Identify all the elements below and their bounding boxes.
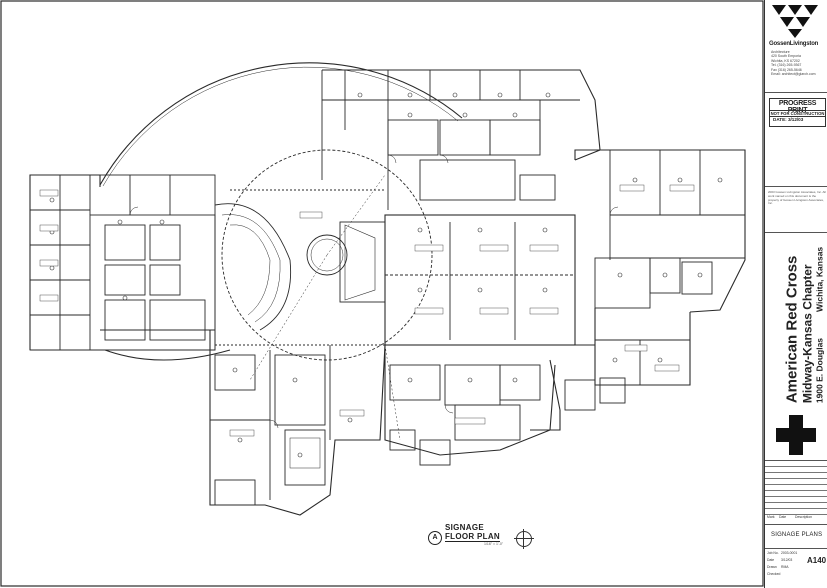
- title-block: GossenLivingston Architecture 420 South …: [764, 0, 827, 588]
- drawn-label: Drawn: [767, 565, 777, 569]
- firm-name: GossenLivingston: [769, 41, 819, 47]
- checked-label: Checked: [767, 572, 781, 576]
- date-label: Date: [767, 558, 775, 562]
- plan-caption: A SIGNAGE FLOOR PLAN 1/16" = 1'-0": [428, 523, 538, 550]
- plan-title-line1: SIGNAGE: [445, 523, 484, 532]
- drawn-value: RMA: [781, 565, 789, 569]
- north-arrow-icon: [514, 529, 534, 549]
- stamp-subtitle: NOT FOR CONSTRUCTION: [770, 110, 825, 117]
- date-value: 3/12/03: [781, 558, 793, 562]
- firm-logo-icon: [772, 5, 818, 38]
- sheet-title: SIGNAGE PLANS: [771, 532, 823, 538]
- sheet-number: A140: [807, 556, 827, 565]
- project-name: American Red Cross: [783, 255, 801, 404]
- project-chapter: Midway-Kansas Chapter: [800, 264, 815, 404]
- progress-stamp: PROGRESS PRINT NOT FOR CONSTRUCTION DATE…: [769, 98, 826, 127]
- plan-title-line2: FLOOR PLAN: [445, 532, 500, 542]
- floor-plan-drawing: [0, 0, 764, 587]
- stamp-date: DATE: 3/12/03: [773, 117, 804, 122]
- plan-scale: 1/16" = 1'-0": [484, 542, 504, 546]
- copyright-note: 2003 Gossen Livingston Associates, Inc. …: [768, 190, 826, 206]
- rev-col-date: Date: [779, 515, 787, 519]
- rev-col-desc: Description: [795, 515, 812, 519]
- project-name-block: American Red Cross Midway-Kansas Chapter…: [779, 236, 827, 414]
- red-cross-logo-icon: [776, 415, 816, 455]
- firm-details: Architecture 420 South Emporia Wichita, …: [771, 50, 816, 77]
- rev-col-mark: Mark: [767, 515, 775, 519]
- project-address: 1900 E. Douglas Wichita, Kansas: [814, 246, 825, 404]
- job-value: 2003-0001: [781, 551, 798, 555]
- job-label: Job No.: [767, 551, 779, 555]
- detail-mark: A: [428, 531, 442, 545]
